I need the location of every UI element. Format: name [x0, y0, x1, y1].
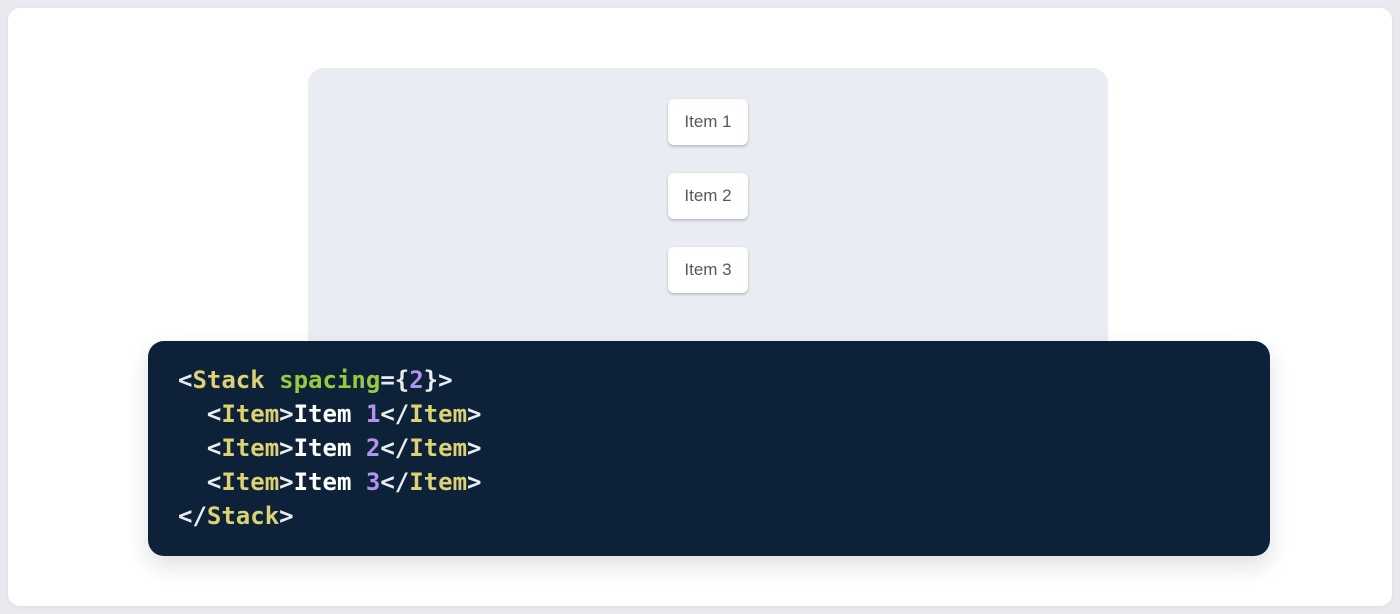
stack-demo-panel: Item 1 Item 2 Item 3 — [308, 68, 1108, 353]
code-token-plain — [265, 366, 279, 394]
stack-items: Item 1 Item 2 Item 3 — [308, 68, 1108, 293]
code-token-plain: Item — [293, 468, 366, 496]
code-token-tag: Item — [409, 400, 468, 428]
stack-item-card: Item 1 — [668, 99, 748, 145]
code-token-punc: </ — [178, 502, 207, 530]
code-token-punc: < — [206, 400, 222, 428]
code-token-punc: > — [279, 400, 294, 428]
code-token-plain — [178, 434, 207, 462]
code-token-punc: > — [467, 400, 482, 428]
stack-item-label: Item 1 — [684, 112, 732, 131]
code-line: <Item>Item 3</Item> — [178, 465, 1240, 499]
stack-item-card: Item 3 — [668, 247, 748, 293]
code-token-tag: Item — [409, 468, 468, 496]
code-token-plain: Item — [293, 434, 366, 462]
code-token-num: 2 — [409, 366, 424, 394]
code-token-punc: < — [206, 434, 222, 462]
code-token-punc: </ — [380, 434, 410, 462]
code-line: <Stack spacing={2}> — [178, 363, 1240, 397]
code-token-tag: Item — [221, 434, 280, 462]
code-token-tag: Item — [409, 434, 468, 462]
code-token-attr: spacing — [279, 366, 381, 394]
code-token-punc: > — [279, 434, 294, 462]
stack-item-label: Item 2 — [684, 186, 732, 205]
code-line: <Item>Item 1</Item> — [178, 397, 1240, 431]
code-token-punc: </ — [380, 468, 410, 496]
stack-item-label: Item 3 — [684, 260, 732, 279]
code-token-num: 2 — [365, 434, 381, 462]
code-token-tag: Item — [221, 400, 280, 428]
code-token-plain — [178, 468, 207, 496]
code-token-plain: Item — [293, 400, 366, 428]
code-token-num: 1 — [365, 400, 381, 428]
code-token-punc: < — [206, 468, 222, 496]
code-token-punc: </ — [380, 400, 410, 428]
code-token-punc: > — [279, 468, 294, 496]
code-line: <Item>Item 2</Item> — [178, 431, 1240, 465]
code-token-plain — [178, 400, 207, 428]
code-token-tag: Item — [221, 468, 280, 496]
code-token-tag: Stack — [206, 502, 280, 530]
code-line: </Stack> — [178, 499, 1240, 533]
code-token-punc: ={ — [380, 366, 410, 394]
code-token-punc: > — [467, 468, 482, 496]
code-token-num: 3 — [365, 468, 381, 496]
code-token-punc: < — [178, 366, 193, 394]
code-token-punc: > — [467, 434, 482, 462]
code-token-punc: > — [279, 502, 294, 530]
code-block: <Stack spacing={2}> <Item>Item 1</Item> … — [148, 341, 1270, 556]
code-token-punc: }> — [423, 366, 453, 394]
code-token-tag: Stack — [192, 366, 265, 394]
stack-item-card: Item 2 — [668, 173, 748, 219]
